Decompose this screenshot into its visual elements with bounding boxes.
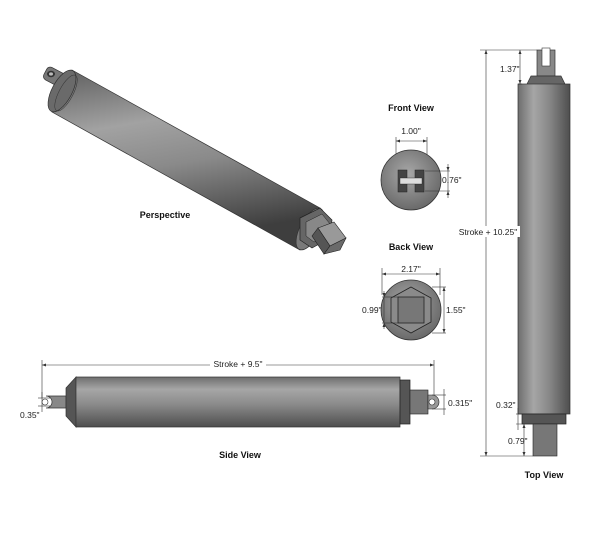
side-cylinder xyxy=(75,376,401,428)
front-clevis-section xyxy=(397,169,425,193)
top-collar xyxy=(521,413,567,425)
back-left-dim: 0.99" xyxy=(362,305,382,315)
side-view: Stroke + 9.5" 0.35" 0.315" Side View xyxy=(20,358,472,460)
back-right-dim: 1.55" xyxy=(446,305,466,315)
top-clevis xyxy=(525,47,567,87)
front-view: Front View 1.00" 0.76" xyxy=(380,103,462,211)
top-length-dim: Stroke + 10.25" xyxy=(459,227,518,237)
front-width-dim: 1.00" xyxy=(401,126,421,136)
side-view-label: Side View xyxy=(219,450,262,460)
top-view: Stroke + 10.25" 1.37" 0.32" 0.79" Top Vi… xyxy=(459,47,571,480)
side-left-clevis xyxy=(41,395,67,409)
back-view: Back View 2.17" 0.99" 1.55" xyxy=(362,242,466,341)
top-cylinder xyxy=(517,83,571,415)
side-left-endcap xyxy=(65,376,77,428)
top-shaft-dim: 0.79" xyxy=(508,436,528,446)
top-shaft xyxy=(532,423,558,457)
perspective-shaft xyxy=(311,221,347,255)
top-view-label: Top View xyxy=(525,470,565,480)
back-width-dim: 2.17" xyxy=(401,264,421,274)
side-shaft xyxy=(409,389,440,415)
top-collar-dim: 0.32" xyxy=(496,400,516,410)
perspective-label: Perspective xyxy=(140,210,191,220)
top-clevis-dim: 1.37" xyxy=(500,64,520,74)
back-view-label: Back View xyxy=(389,242,434,252)
side-length-dim: Stroke + 9.5" xyxy=(213,359,262,369)
side-collar xyxy=(399,379,411,425)
side-right-dim: 0.315" xyxy=(448,398,472,408)
perspective-view: Perspective xyxy=(43,66,347,255)
front-view-label: Front View xyxy=(388,103,435,113)
perspective-cylinder xyxy=(47,69,325,251)
back-square-shaft xyxy=(397,296,425,324)
side-left-dim: 0.35" xyxy=(20,410,40,420)
front-height-dim: 0.76" xyxy=(442,175,462,185)
